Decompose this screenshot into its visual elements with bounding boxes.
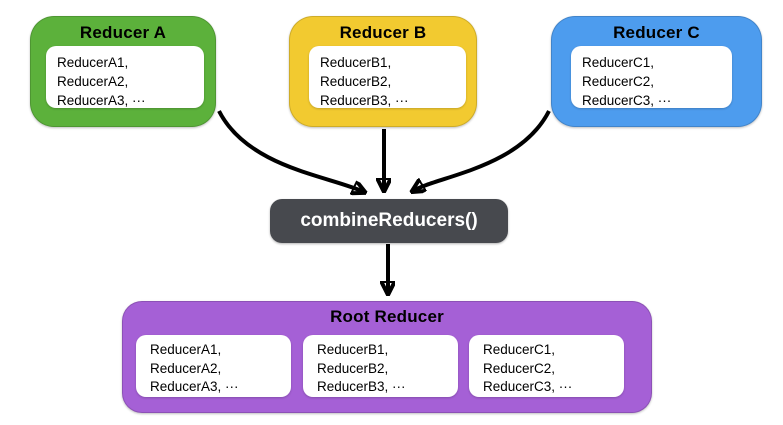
root-reducer-group-a: ReducerA1, ReducerA2, ReducerA3, ···	[136, 335, 291, 397]
reducer-a-list: ReducerA1, ReducerA2, ReducerA3, ···	[46, 46, 204, 108]
reducer-c-line-1: ReducerC1,	[582, 55, 655, 70]
reducer-a-title: Reducer A	[79, 23, 167, 42]
reducer-c-line-2: ReducerC2,	[582, 74, 655, 89]
reducer-a-line-1: ReducerA1,	[57, 55, 129, 70]
root-b-line-2: ReducerB2,	[317, 360, 389, 376]
reducer-b-list: ReducerB1, ReducerB2, ReducerB3, ···	[309, 46, 466, 108]
reducer-c-node: Reducer C ReducerC1, ReducerC2, ReducerC…	[551, 16, 762, 127]
root-c-line-1: ReducerC1,	[483, 342, 556, 357]
root-b-line-1: ReducerB1,	[317, 342, 389, 357]
root-c-line-2: ReducerC2,	[483, 360, 556, 376]
reducer-b-line-1: ReducerB1,	[320, 55, 392, 70]
root-a-line-2: ReducerA2,	[150, 360, 222, 376]
reducer-c-list: ReducerC1, ReducerC2, ReducerC3, ···	[571, 46, 732, 108]
reducer-b-line-2: ReducerB2,	[320, 74, 392, 89]
reducer-a-node: Reducer A ReducerA1, ReducerA2, ReducerA…	[30, 16, 216, 127]
reducer-b-title: Reducer B	[339, 23, 427, 42]
root-b-line-3: ReducerB3, ···	[317, 379, 406, 394]
root-a-line-3: ReducerA3, ···	[150, 379, 239, 394]
reducer-a-line-3: ReducerA3, ···	[57, 93, 146, 108]
root-reducer-node: Root Reducer ReducerA1, ReducerA2, Reduc…	[122, 301, 652, 413]
reducer-c-line-3: ReducerC3, ···	[582, 93, 672, 108]
root-reducer-group-c: ReducerC1, ReducerC2, ReducerC3, ···	[469, 335, 624, 397]
reducer-a-line-2: ReducerA2,	[57, 74, 129, 89]
reducer-c-title: Reducer C	[613, 23, 700, 42]
reducer-b-node: Reducer B ReducerB1, ReducerB2, ReducerB…	[289, 16, 477, 127]
root-reducer-title: Root Reducer	[330, 307, 444, 326]
root-c-line-3: ReducerC3, ···	[483, 379, 573, 394]
root-a-line-1: ReducerA1,	[150, 342, 222, 357]
combine-reducers-node: combineReducers()	[270, 199, 508, 243]
combine-reducers-label: combineReducers()	[300, 210, 478, 231]
reducer-b-line-3: ReducerB3, ···	[320, 93, 409, 108]
root-reducer-group-b: ReducerB1, ReducerB2, ReducerB3, ···	[303, 335, 458, 397]
